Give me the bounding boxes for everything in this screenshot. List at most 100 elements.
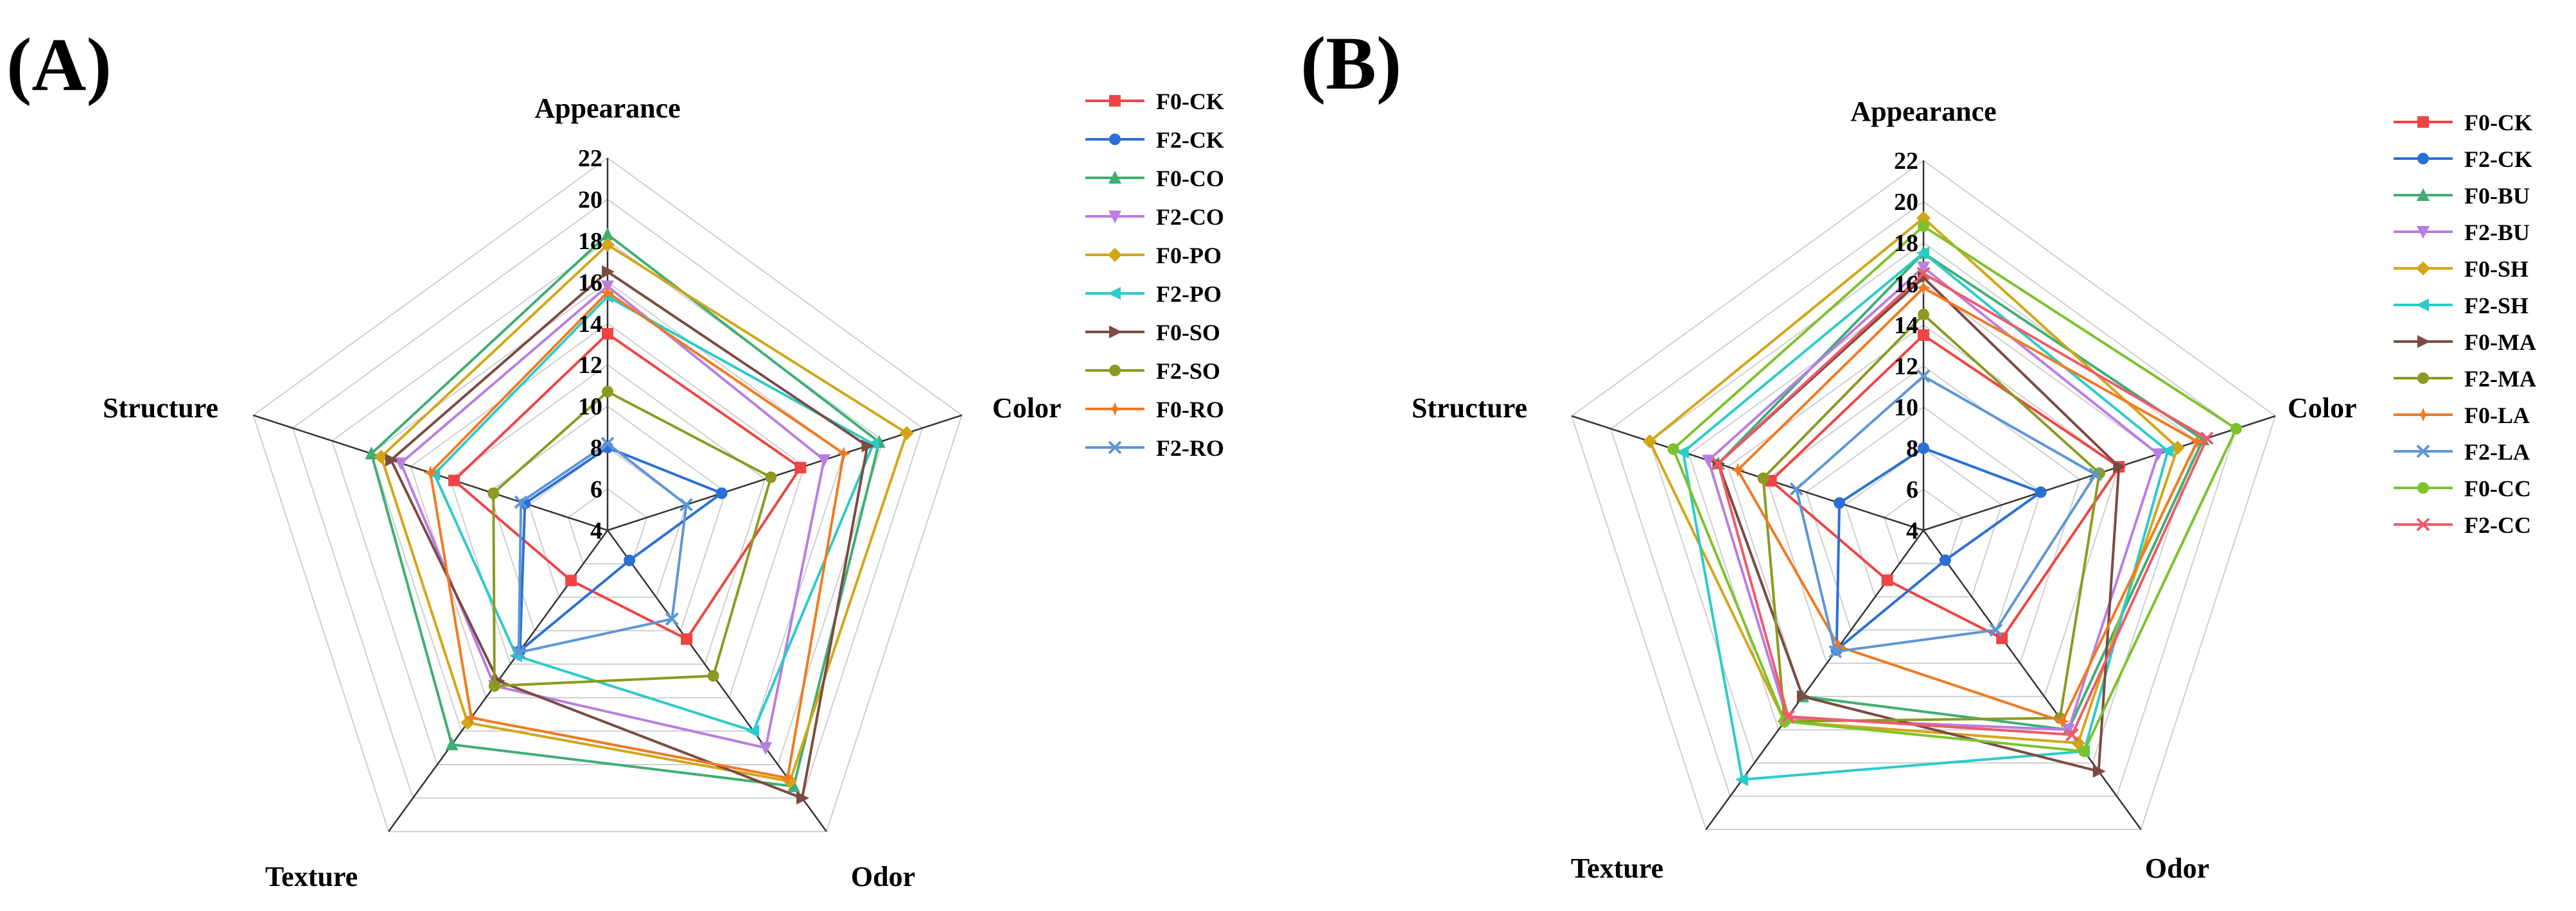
series-line bbox=[1762, 313, 2101, 723]
legend-item: F2-PO bbox=[1085, 281, 1222, 307]
series-point bbox=[1916, 211, 1931, 225]
series-point bbox=[1996, 632, 2008, 645]
series-f0-ro bbox=[423, 285, 851, 785]
series-point bbox=[1918, 309, 1929, 320]
axis-label-odor: Odor bbox=[851, 861, 915, 892]
series-point bbox=[2035, 486, 2047, 498]
series-line bbox=[1681, 251, 2169, 781]
series-line bbox=[370, 232, 881, 788]
tick-label: 20 bbox=[1894, 189, 1918, 216]
tick-label: 4 bbox=[590, 517, 602, 544]
tick-label: 14 bbox=[1894, 312, 1918, 339]
series-line bbox=[1706, 265, 2160, 731]
series-point bbox=[2055, 714, 2070, 729]
series-point bbox=[1916, 281, 1931, 295]
legend-item: F0-SO bbox=[1085, 320, 1220, 345]
series-point bbox=[448, 474, 460, 487]
legend-marker bbox=[1108, 287, 1121, 300]
series-point bbox=[1918, 442, 1929, 454]
grid-ring bbox=[252, 157, 963, 833]
legend-label: F0-BU bbox=[2464, 183, 2530, 209]
series-point bbox=[1918, 329, 1929, 341]
grid-ring bbox=[567, 488, 648, 565]
series-point bbox=[600, 238, 615, 252]
legend: F0-CKF2-CKF0-BUF2-BUF0-SHF2-SHF0-MAF2-MA… bbox=[2394, 110, 2536, 538]
legend-label: F2-BU bbox=[2464, 220, 2530, 245]
series-point bbox=[796, 792, 810, 805]
legend-item: F0-MA bbox=[2394, 329, 2536, 355]
legend-marker bbox=[1108, 171, 1121, 184]
series-line bbox=[389, 270, 869, 800]
radar-series-group bbox=[1642, 211, 2242, 786]
tick-label: 12 bbox=[1894, 353, 1918, 380]
series-point bbox=[1916, 266, 1931, 281]
legend-label: F0-SO bbox=[1156, 320, 1220, 345]
legend-item: F2-SO bbox=[1085, 358, 1220, 384]
legend-marker bbox=[2416, 444, 2430, 458]
legend-label: F0-CK bbox=[1156, 89, 1224, 114]
grid-ring bbox=[1883, 488, 1964, 564]
series-f0-so bbox=[385, 265, 875, 805]
series-point bbox=[1642, 434, 1657, 449]
series-point bbox=[1918, 220, 1929, 232]
grid-ring bbox=[1609, 200, 2238, 797]
series-point bbox=[681, 633, 693, 645]
series-point bbox=[679, 498, 693, 512]
axis-label-color: Color bbox=[2288, 392, 2357, 424]
legend-marker bbox=[2416, 261, 2430, 275]
series-point bbox=[794, 462, 807, 474]
tick-label: 16 bbox=[578, 269, 602, 296]
legend-marker bbox=[1109, 134, 1121, 145]
series-point bbox=[2190, 434, 2205, 449]
tick-label: 12 bbox=[578, 352, 602, 379]
series-point bbox=[2092, 765, 2106, 778]
legend-label: F2-CK bbox=[1156, 127, 1224, 153]
series-point bbox=[765, 471, 777, 483]
series-point bbox=[2230, 422, 2242, 435]
legend-marker bbox=[2416, 517, 2430, 532]
axis-label-odor: Odor bbox=[2145, 853, 2209, 884]
legend-label: F2-SO bbox=[1156, 358, 1220, 384]
tick-label: 22 bbox=[578, 145, 602, 172]
legend-marker bbox=[2417, 482, 2429, 494]
series-f2-ck bbox=[1830, 442, 2047, 656]
series-point bbox=[715, 487, 728, 499]
series-point bbox=[1917, 261, 1930, 275]
series-f2-la bbox=[1789, 369, 2103, 659]
legend-item: F0-LA bbox=[2394, 403, 2530, 428]
series-point bbox=[818, 454, 831, 467]
legend-item: F0-BU bbox=[2394, 183, 2530, 209]
series-line bbox=[492, 390, 773, 688]
legend-marker bbox=[2417, 153, 2429, 164]
series-point bbox=[394, 457, 408, 471]
legend-item: F2-CO bbox=[1085, 204, 1224, 230]
legend-marker bbox=[1108, 248, 1122, 262]
series-point bbox=[861, 439, 875, 453]
series-point bbox=[602, 327, 613, 340]
legend-item: F2-LA bbox=[2394, 439, 2530, 465]
series-line bbox=[452, 332, 803, 641]
series-line bbox=[518, 446, 724, 654]
series-point bbox=[787, 779, 800, 792]
series-point bbox=[514, 495, 528, 509]
grid-ring bbox=[410, 322, 805, 698]
series-f0-ck bbox=[448, 327, 807, 645]
tick-label: 22 bbox=[1894, 148, 1918, 175]
grid-ring bbox=[1571, 159, 2276, 830]
radar-spoke bbox=[1571, 415, 1924, 532]
series-point bbox=[1781, 709, 1795, 724]
legend-marker bbox=[1109, 365, 1121, 376]
tick-label: 6 bbox=[590, 476, 602, 503]
axis-label-color: Color bbox=[992, 392, 1062, 424]
series-point bbox=[665, 612, 679, 626]
grid-ring bbox=[1688, 282, 2159, 731]
series-point bbox=[1939, 554, 1951, 566]
legend-label: F2-RO bbox=[1156, 435, 1224, 461]
series-point bbox=[1789, 482, 1803, 496]
series-point bbox=[600, 285, 615, 300]
legend-label: F2-CC bbox=[2464, 512, 2531, 538]
